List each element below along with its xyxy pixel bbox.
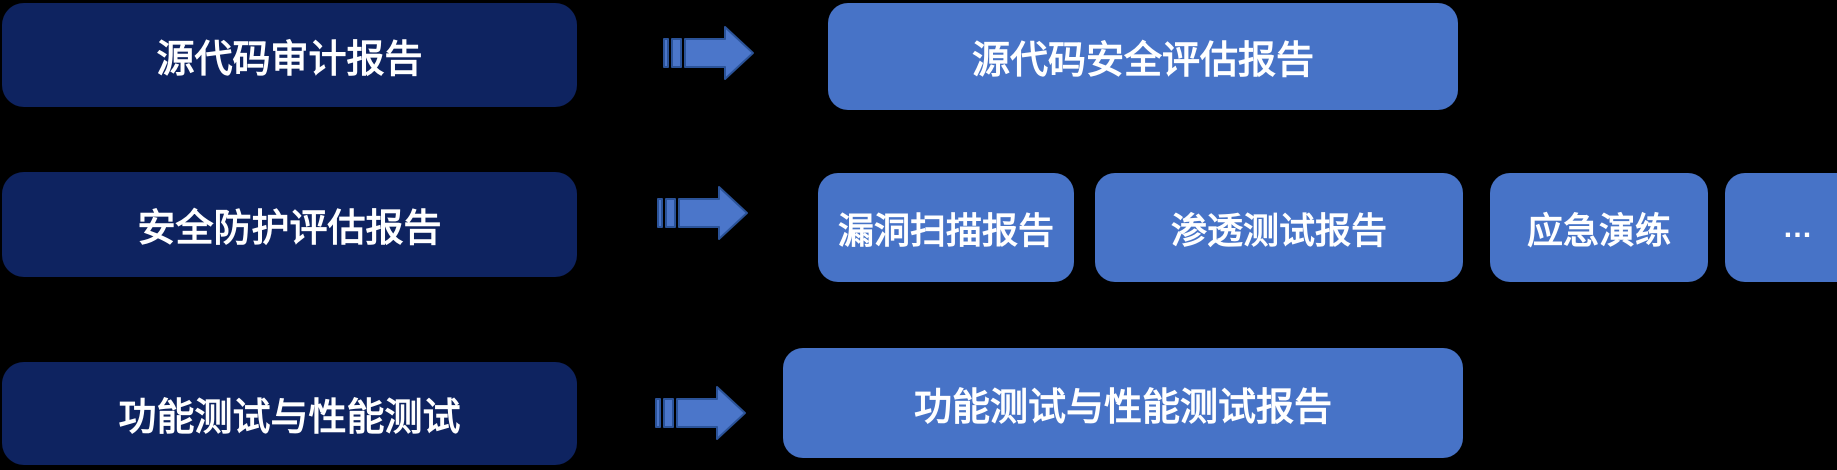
source-box-func-perf-testing: 功能测试与性能测试 [2, 362, 577, 465]
right-arrow-icon [655, 386, 746, 440]
source-box-label: 安全防护评估报告 [137, 208, 442, 250]
source-box-label: 源代码审计报告 [156, 38, 423, 81]
output-box-vuln-scan: 漏洞扫描报告 [818, 173, 1074, 282]
output-box-more: … [1725, 173, 1837, 282]
output-box-code-security-assessment: 源代码安全评估报告 [828, 3, 1458, 110]
output-box-label: 源代码安全评估报告 [971, 40, 1314, 82]
output-box-func-perf-report: 功能测试与性能测试报告 [783, 348, 1463, 458]
output-box-emergency-drill: 应急演练 [1490, 173, 1708, 282]
right-arrow-icon [663, 26, 754, 80]
source-box-security-protection: 安全防护评估报告 [2, 172, 577, 277]
output-box-label: 功能测试与性能测试报告 [913, 386, 1332, 429]
output-box-label: 应急演练 [1526, 209, 1671, 251]
source-box-label: 功能测试与性能测试 [118, 397, 461, 439]
output-box-label: 渗透测试报告 [1170, 209, 1387, 251]
ellipsis-label: … [1782, 210, 1820, 244]
right-arrow-icon [657, 186, 748, 240]
output-box-pentest: 渗透测试报告 [1095, 173, 1463, 282]
output-box-label: 漏洞扫描报告 [837, 209, 1054, 251]
source-box-code-audit: 源代码审计报告 [2, 3, 577, 107]
